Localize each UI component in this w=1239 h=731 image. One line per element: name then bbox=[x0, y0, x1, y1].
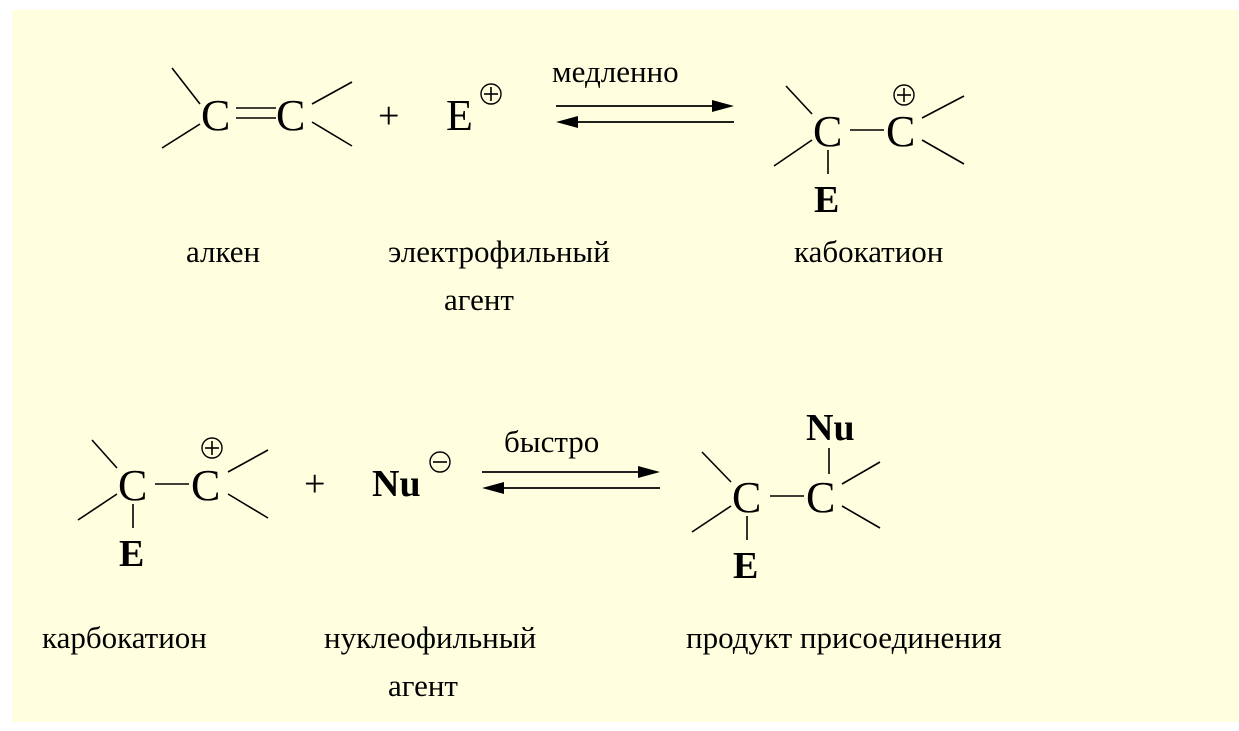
step2-labels: карбокатион нуклеофильный агент продукт … bbox=[42, 620, 1002, 703]
step2-carbocation: C C E bbox=[77, 437, 269, 575]
cation-bond-ul bbox=[785, 85, 813, 115]
positive-charge-icon bbox=[893, 84, 915, 106]
cation2-bond-lr bbox=[227, 493, 269, 519]
step2-nucleophile: Nu bbox=[372, 451, 451, 505]
cation2-carbon-2: C bbox=[191, 461, 220, 510]
forward-arrowhead-icon bbox=[712, 100, 734, 112]
cation2-bond-ul bbox=[91, 439, 118, 469]
step1-electrophile: E bbox=[446, 83, 502, 140]
reverse-arrowhead-icon bbox=[556, 116, 578, 128]
alkene-bond-ul bbox=[171, 67, 201, 105]
product-substituent-nu: Nu bbox=[806, 407, 855, 449]
step2-arrow-label: быстро bbox=[504, 424, 599, 459]
cation-substituent-e: E bbox=[814, 179, 839, 221]
alkene-carbon-1: C bbox=[201, 91, 230, 140]
nucleophile-symbol: Nu bbox=[372, 463, 421, 505]
alkene-carbon-2: C bbox=[276, 91, 305, 140]
product-bond-ur bbox=[841, 461, 881, 485]
product-bond-ll bbox=[691, 505, 732, 533]
label-electrophile-line1: электрофильный bbox=[388, 234, 610, 269]
step1-alkene: C C bbox=[161, 67, 353, 149]
positive-charge-icon bbox=[201, 437, 223, 459]
product-carbon-2: C bbox=[806, 473, 835, 522]
negative-charge-icon bbox=[429, 451, 451, 473]
step1-carbocation: C C E bbox=[773, 84, 965, 221]
cation2-carbon-1: C bbox=[118, 461, 147, 510]
label-alkene: алкен bbox=[186, 234, 260, 269]
reaction-panel bbox=[12, 10, 1238, 722]
alkene-bond-ll bbox=[161, 123, 201, 149]
cation-bond-ll bbox=[773, 139, 813, 167]
cation-bond-ur bbox=[921, 95, 965, 119]
positive-charge-icon bbox=[480, 83, 502, 105]
reverse-arrowhead-icon bbox=[482, 482, 504, 494]
label-carbocation-1: кабокатион bbox=[794, 234, 943, 269]
cation2-bond-ll bbox=[77, 493, 118, 521]
alkene-bond-ur bbox=[311, 81, 353, 105]
product-bond-lr bbox=[841, 505, 881, 529]
label-electrophile-line2: агент bbox=[444, 282, 514, 317]
step1-labels: алкен электрофильный агент кабокатион bbox=[186, 234, 943, 317]
step2-product: Nu C C E bbox=[691, 407, 881, 587]
step2-equilibrium-arrow: быстро bbox=[482, 424, 660, 494]
electrophile-symbol: E bbox=[446, 91, 473, 140]
cation2-substituent-e: E bbox=[119, 533, 144, 575]
product-carbon-1: C bbox=[732, 473, 761, 522]
alkene-bond-lr bbox=[311, 121, 353, 147]
cation2-bond-ur bbox=[227, 449, 269, 473]
product-bond-ul bbox=[701, 451, 732, 483]
label-nucleophile-line1: нуклеофильный bbox=[324, 620, 536, 655]
cation-carbon-1: C bbox=[813, 107, 842, 156]
label-nucleophile-line2: агент bbox=[388, 668, 458, 703]
step1-arrow-label: медленно bbox=[552, 54, 679, 89]
product-substituent-e: E bbox=[733, 545, 758, 587]
forward-arrowhead-icon bbox=[638, 466, 660, 478]
label-addition-product: продукт присоединения bbox=[686, 620, 1002, 655]
step2-plus: + bbox=[304, 463, 325, 505]
cation-bond-lr bbox=[921, 139, 965, 165]
step1-equilibrium-arrow: медленно bbox=[552, 54, 734, 128]
step1-plus: + bbox=[378, 95, 399, 137]
label-carbocation-2: карбокатион bbox=[42, 620, 207, 655]
cation-carbon-2: C bbox=[886, 107, 915, 156]
